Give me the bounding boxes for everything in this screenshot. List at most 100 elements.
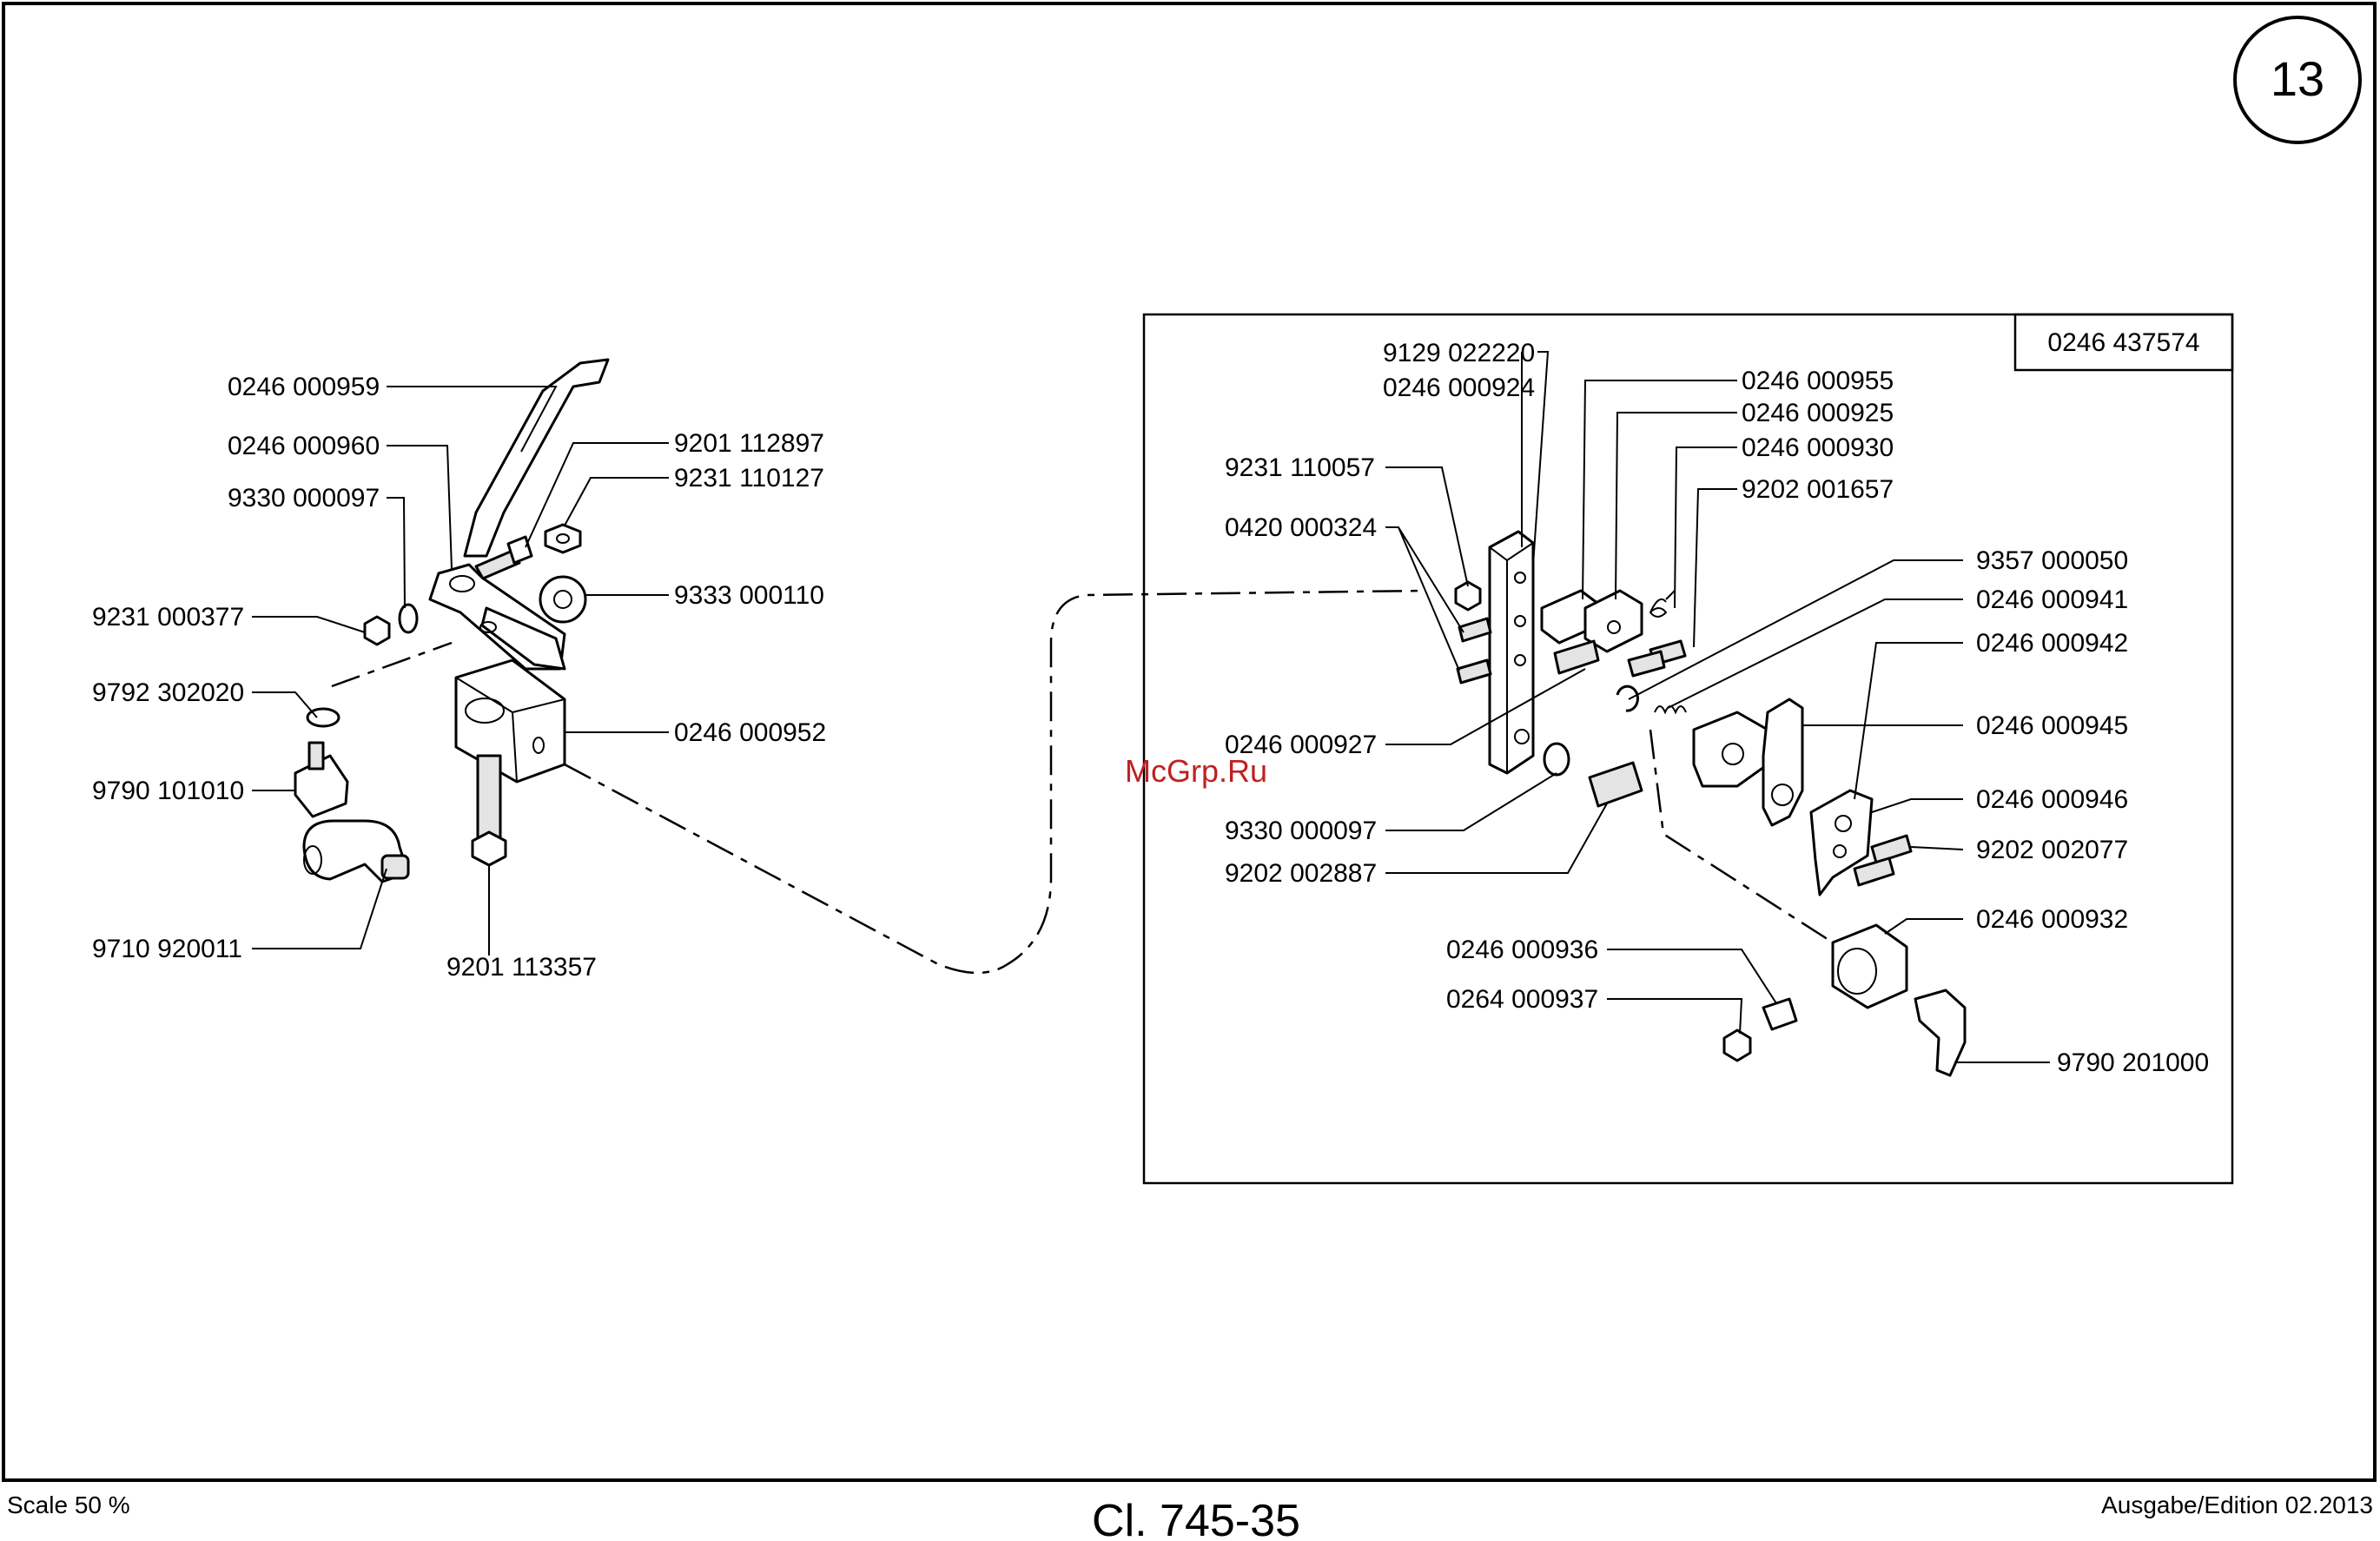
part-labels-left: 0246 000959 0246 000960 9330 000097 9231…: [92, 373, 826, 982]
block-edges: [455, 677, 565, 783]
part-label: 0246 000930: [1742, 433, 1894, 462]
part-label: 9231 110127: [674, 464, 824, 493]
screw-2077-b: [1853, 856, 1895, 887]
bar-hole-1: [1514, 572, 1526, 584]
washer-000097-detail: [1543, 742, 1570, 777]
part-label: 9330 000097: [228, 484, 380, 513]
screw-112897: [474, 549, 521, 580]
part-label: 0264 000937: [1446, 985, 1598, 1014]
screw-2887: [1588, 761, 1643, 808]
assembly-code: 0246 437574: [2047, 328, 2199, 357]
bracket-946: [1762, 698, 1804, 827]
part-label: 9201 113357: [446, 953, 597, 982]
part-label: 9202 002887: [1225, 859, 1377, 888]
bolt-head: [471, 830, 507, 867]
part-label: 0246 000946: [1976, 785, 2128, 814]
part-label: 9202 001657: [1742, 475, 1894, 504]
part-label: 9357 000050: [1976, 546, 2128, 575]
left-assembly-drawing: [294, 358, 610, 883]
drawing-frame: [2, 2, 2377, 1482]
part-label: 9333 000110: [674, 581, 824, 610]
leader-lines: [252, 351, 2050, 1063]
clip-050: [1616, 685, 1639, 712]
detail-hose-guide: [1649, 729, 1834, 944]
part-label: 0246 000955: [1742, 367, 1894, 395]
block-bore: [465, 698, 505, 724]
hose-guide: [331, 641, 453, 688]
lever-hole: [449, 575, 475, 592]
elbow-collet: [380, 854, 410, 880]
part-label: 9231 110057: [1225, 453, 1375, 482]
part-label: 9201 112897: [674, 429, 824, 458]
part-label: 0246 000927: [1225, 731, 1377, 759]
bar-hole-3: [1514, 654, 1526, 666]
knob-936: [1762, 997, 1798, 1031]
screw-324-a: [1458, 617, 1492, 643]
washer-000097: [398, 603, 419, 634]
bar-hole-2: [1514, 615, 1526, 627]
part-label: 0246 000924: [1383, 374, 1535, 402]
part-label: 0420 000324: [1225, 513, 1377, 542]
block-925-hole: [1607, 620, 1621, 634]
seal-ring: [306, 707, 340, 728]
bracket-946-hole: [1771, 784, 1794, 806]
part-label: 9710 920011: [92, 935, 242, 963]
fitting-nipple: [307, 741, 325, 770]
clamp-block: [454, 658, 566, 784]
detail-assembly-drawing: [1454, 530, 1967, 1077]
lever-arm: [463, 358, 610, 558]
part-label: 0246 000932: [1976, 905, 2128, 934]
part-label: 0246 000959: [228, 373, 380, 401]
plate-942: [1809, 789, 1874, 896]
screw-head: [506, 535, 533, 565]
detail-connector-line: [564, 589, 1425, 975]
nut-937: [1722, 1028, 1752, 1062]
part-label: 0246 000960: [228, 432, 380, 460]
part-label: 0246 000941: [1976, 585, 2128, 614]
part-label: 9792 302020: [92, 678, 244, 707]
bracket-945: [1692, 711, 1769, 788]
vertical-bar: [1488, 530, 1535, 775]
watermark: McGrp.Ru: [1125, 753, 1267, 789]
spring-930: [1649, 590, 1676, 618]
bar-edge: [1489, 542, 1534, 773]
bolt-113357: [476, 754, 502, 844]
hex-nut-000377: [363, 615, 391, 646]
part-label: 9231 000377: [92, 603, 244, 632]
part-label: 9202 002077: [1976, 836, 2128, 864]
part-label: 0246 000952: [674, 718, 826, 747]
plate-942-hole-2: [1833, 844, 1847, 858]
page-number-badge: 13: [2233, 16, 2362, 144]
page-number: 13: [2271, 51, 2324, 106]
screw-324-b: [1456, 658, 1492, 685]
bracket-945-hole: [1722, 743, 1744, 765]
bar-hole-4: [1514, 729, 1530, 744]
scale-note: Scale 50 %: [7, 1491, 130, 1518]
edition-note: Ausgabe/Edition 02.2013: [2101, 1491, 2373, 1518]
lock-washer-gear: [539, 575, 587, 624]
elbow-port: [303, 845, 322, 875]
block-932-bore: [1837, 948, 1877, 995]
screw-1657-b: [1627, 650, 1666, 678]
plate-hole: [479, 621, 497, 633]
block-932: [1831, 923, 1908, 1009]
elbow-201000: [1914, 989, 1967, 1077]
hex-nut-110127: [544, 523, 582, 554]
screw-2077-a: [1870, 834, 1913, 864]
tee-fitting: [294, 754, 349, 818]
nut-110057: [1454, 580, 1482, 612]
pin-927: [1553, 639, 1600, 675]
part-label: 9790 101010: [92, 777, 244, 805]
detail-inset-frame: [1142, 313, 2234, 1185]
part-label: 9790 201000: [2057, 1048, 2209, 1077]
part-labels-detail: 9129 022220 0246 000924 9231 110057 0420…: [1225, 339, 2209, 1077]
model-title: Cl. 745-35: [1092, 1496, 1300, 1541]
part-label: 0246 000925: [1742, 399, 1894, 427]
part-label: 0246 000936: [1446, 936, 1598, 964]
block-side-hole: [532, 737, 545, 754]
part-label: 0246 000942: [1976, 629, 2128, 658]
part-label: 0246 000945: [1976, 711, 2128, 740]
nut-bore: [556, 533, 570, 544]
part-label: 9129 022220: [1383, 339, 1535, 367]
